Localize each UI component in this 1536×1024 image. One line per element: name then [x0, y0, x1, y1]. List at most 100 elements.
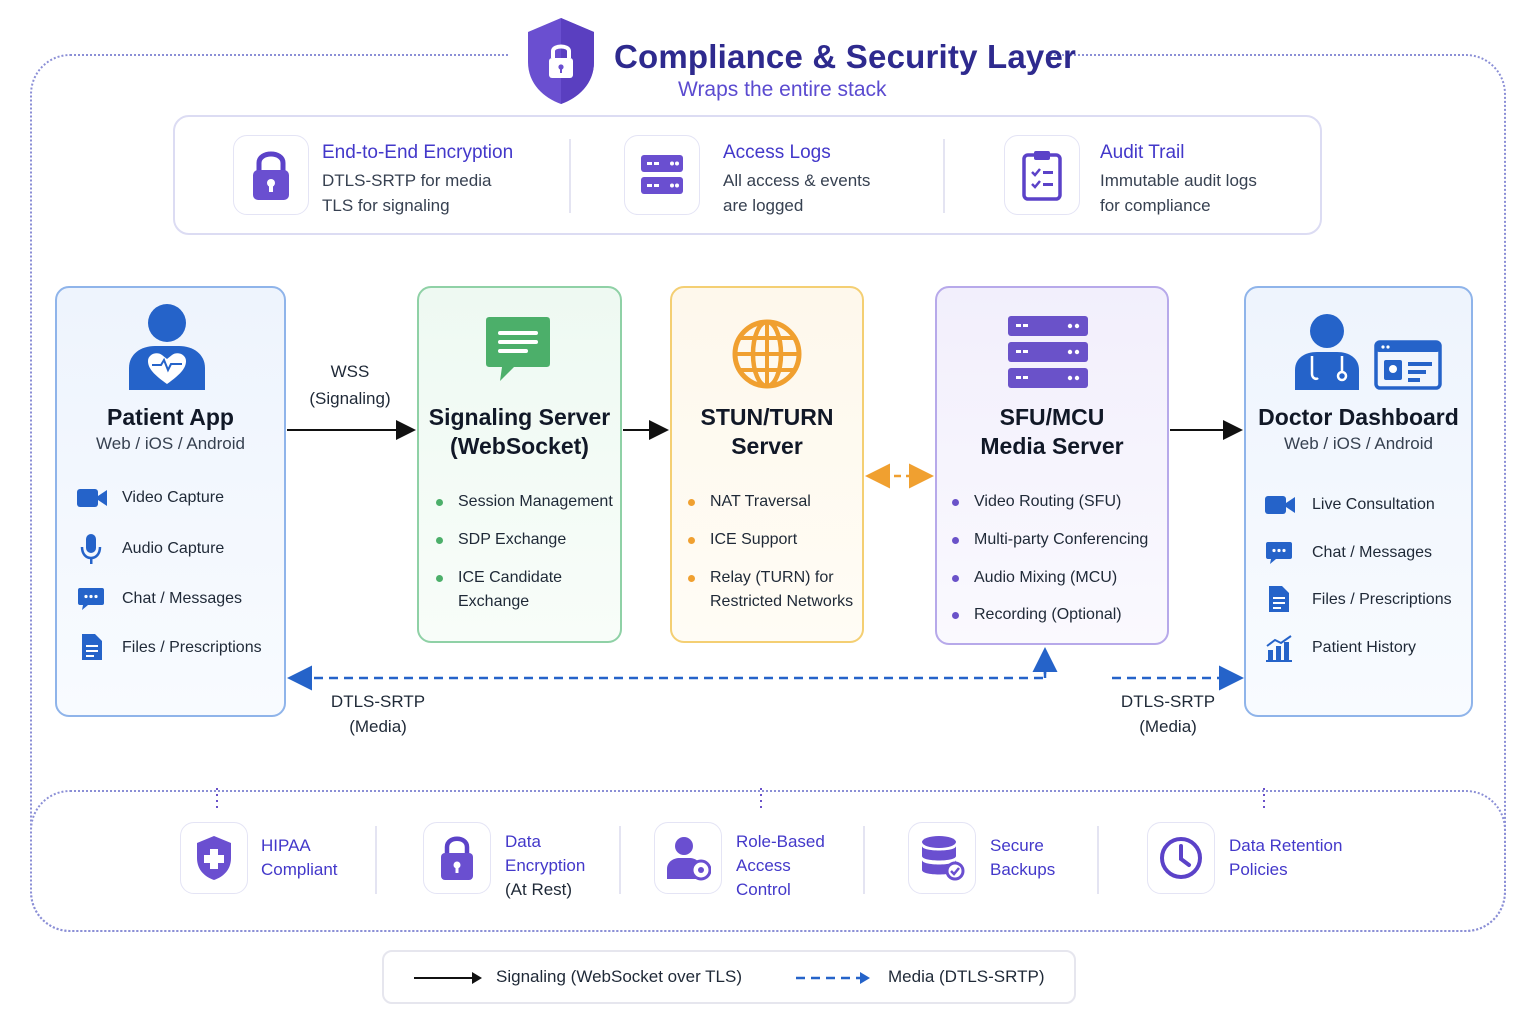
feature-item: Files / Prescriptions	[122, 639, 262, 656]
patient-icon	[129, 304, 205, 390]
feature-item: Video Capture	[122, 489, 224, 506]
access-logs-tile	[624, 135, 700, 215]
globe-icon	[732, 319, 802, 389]
media-label-left: DTLS-SRTP	[330, 692, 426, 711]
feature-title: Access Logs	[723, 142, 831, 163]
doctor-dashboard-platforms: Web / iOS / Android	[1284, 434, 1433, 453]
signaling-server-title: Signaling Server	[428, 404, 611, 430]
shield-lock-icon	[528, 18, 594, 104]
compliance-label: Backups	[990, 860, 1056, 879]
audit-trail-tile	[1004, 135, 1080, 215]
sfu-mcu-subtitle: Media Server	[980, 433, 1124, 459]
feature-item: SDP Exchange	[458, 531, 567, 548]
encryption-tile	[233, 135, 309, 215]
feature-item: NAT Traversal	[710, 493, 811, 510]
compliance-label: HIPAA	[261, 836, 311, 855]
feature-item: ICE Support	[710, 531, 798, 548]
video-camera-icon	[77, 489, 107, 507]
compliance-label: Control	[736, 880, 791, 899]
doctor-dashboard-title: Doctor Dashboard	[1258, 404, 1459, 430]
legend-media-arrow	[796, 972, 870, 984]
patient-app-title: Patient App	[107, 404, 234, 430]
feature-item: Session Management	[458, 493, 613, 510]
feature-item: Exchange	[458, 593, 530, 610]
compliance-label: Data Retention	[1229, 836, 1343, 855]
feature-title: Audit Trail	[1100, 142, 1185, 163]
feature-item: Audio Capture	[122, 540, 225, 557]
media-label-right: DTLS-SRTP	[1120, 692, 1216, 711]
feature-item: Video Routing (SFU)	[974, 493, 1122, 510]
feature-desc: TLS for signaling	[322, 196, 450, 215]
signaling-server-subtitle: (WebSocket)	[450, 433, 589, 459]
feature-title: End-to-End Encryption	[322, 142, 514, 163]
legend-signaling-arrow	[414, 972, 482, 984]
wss-label-sub: (Signaling)	[309, 389, 391, 408]
bullet	[436, 575, 443, 582]
clock-icon	[1160, 837, 1202, 879]
legend-signaling-label: Signaling (WebSocket over TLS)	[496, 967, 742, 986]
media-arrow-left	[287, 650, 1047, 691]
bullet	[688, 537, 695, 544]
feature-item: Restricted Networks	[710, 593, 854, 610]
compliance-label: Secure	[990, 836, 1044, 855]
wss-label: WSS	[330, 362, 370, 381]
bullet	[436, 499, 443, 506]
sfu-mcu-title: SFU/MCU	[999, 404, 1105, 430]
secure-backups-tile	[908, 822, 976, 894]
divider	[619, 826, 621, 894]
divider	[375, 826, 377, 894]
user-gear-icon	[667, 837, 711, 881]
doctor-icon	[1295, 314, 1359, 390]
divider	[943, 139, 945, 213]
feature-item: Multi-party Conferencing	[974, 531, 1149, 548]
bullet	[688, 575, 695, 582]
rbac-tile	[654, 822, 722, 894]
compliance-panel	[30, 790, 1506, 932]
chat-bubble-icon	[1266, 542, 1292, 564]
divider	[569, 139, 571, 213]
stun-turn-title: STUN/TURN	[700, 404, 834, 430]
bullet	[952, 537, 959, 544]
divider	[1097, 826, 1099, 894]
lock-icon	[253, 151, 289, 200]
compliance-label: Compliant	[261, 860, 338, 879]
feature-item: Recording (Optional)	[974, 606, 1122, 623]
document-icon	[82, 634, 102, 660]
feature-item: ICE Candidate	[458, 569, 563, 586]
feature-item: Files / Prescriptions	[1312, 591, 1452, 608]
compliance-label: (At Rest)	[505, 880, 573, 899]
feature-item: Chat / Messages	[1312, 544, 1433, 561]
server-log-icon	[641, 155, 683, 194]
shield-plus-icon	[197, 836, 231, 880]
message-icon	[486, 317, 550, 381]
clipboard-icon	[1022, 151, 1062, 201]
compliance-label: Role-Based	[736, 832, 825, 851]
bullet	[952, 499, 959, 506]
bar-chart-icon	[1266, 635, 1292, 662]
encryption-at-rest-tile	[423, 822, 491, 894]
database-icon	[922, 836, 965, 881]
bullet	[436, 537, 443, 544]
media-label-left-sub: (Media)	[349, 717, 407, 736]
document-icon	[1269, 586, 1289, 612]
feature-item: Relay (TURN) for	[710, 569, 834, 586]
bullet	[952, 575, 959, 582]
video-camera-icon	[1265, 496, 1295, 514]
feature-desc: Immutable audit logs	[1100, 171, 1257, 190]
legend	[382, 950, 1076, 1004]
feature-item: Chat / Messages	[122, 590, 243, 607]
feature-desc: are logged	[723, 196, 804, 215]
dashboard-icon	[1374, 340, 1442, 390]
microphone-icon	[80, 534, 102, 564]
stun-turn-subtitle: Server	[731, 433, 803, 459]
feature-item: Patient History	[1312, 639, 1417, 656]
compliance-label: Data	[505, 832, 541, 851]
bullet	[952, 612, 959, 619]
media-label-right-sub: (Media)	[1139, 717, 1197, 736]
page-subtitle: Wraps the entire stack	[678, 78, 887, 101]
media-server-icon	[1008, 316, 1088, 388]
feature-item: Live Consultation	[1312, 496, 1435, 513]
lock-icon	[441, 836, 473, 880]
divider	[863, 826, 865, 894]
